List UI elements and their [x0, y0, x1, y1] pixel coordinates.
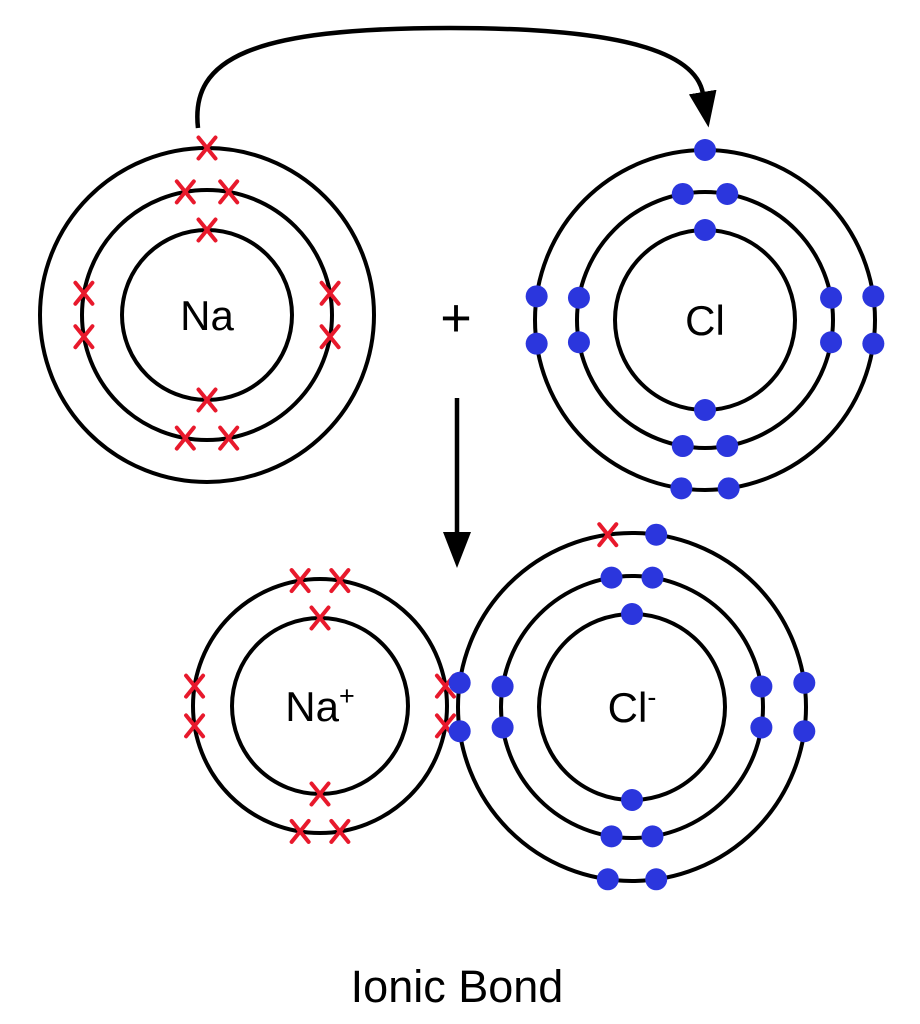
electron-dot: [793, 671, 816, 694]
electron-dot: [671, 435, 694, 458]
electron-x: [73, 324, 95, 350]
electron-dot: [862, 332, 885, 355]
electron-x: [597, 522, 619, 548]
electron-dot: [621, 789, 643, 811]
electron-dot: [448, 720, 471, 743]
atom-label: Na+: [285, 681, 354, 730]
electron-dot: [448, 671, 471, 694]
electron-dot: [750, 716, 773, 739]
electron-dot: [820, 331, 843, 354]
electron-dot: [750, 675, 773, 698]
electron-dot: [621, 603, 643, 625]
electron-dot: [600, 825, 623, 848]
electron-shell: [499, 574, 765, 840]
sodium-atom: Na: [38, 135, 376, 484]
electron-x: [289, 818, 311, 844]
diagram-caption: Ionic Bond: [351, 961, 564, 1012]
chloride-ion: Cl-: [448, 522, 816, 891]
electron-dot: [694, 399, 716, 421]
electron-dot: [694, 139, 716, 161]
electron-dot: [716, 435, 739, 458]
electron-x: [319, 324, 341, 350]
electron-dot: [717, 477, 740, 500]
electron-dot: [793, 720, 816, 743]
electron-x: [196, 217, 218, 243]
electron-x: [289, 568, 311, 594]
electron-x: [309, 781, 331, 807]
electron-x: [218, 179, 240, 205]
electron-dot: [820, 286, 843, 309]
atom-label: Na: [180, 292, 234, 339]
sodium-ion: Na+: [184, 568, 456, 844]
electron-dot: [716, 182, 739, 205]
electron-dot: [641, 566, 664, 589]
electron-x: [196, 135, 218, 161]
electron-shell: [80, 188, 334, 442]
electron-x: [329, 568, 351, 594]
electron-dot: [641, 825, 664, 848]
electron-dot: [491, 675, 514, 698]
electron-x: [73, 280, 95, 306]
electron-dot: [862, 285, 885, 308]
electron-dot: [596, 868, 619, 891]
electron-transfer-arrow: [195, 25, 717, 129]
electron-x: [319, 280, 341, 306]
electron-x: [309, 605, 331, 631]
electron-shell: [456, 531, 808, 883]
electron-dot: [525, 332, 548, 355]
electron-dot: [671, 182, 694, 205]
electron-dot: [600, 566, 623, 589]
electron-dot: [694, 219, 716, 241]
electron-x: [184, 713, 206, 739]
electron-dot: [567, 286, 590, 309]
electron-x: [184, 673, 206, 699]
electron-x: [174, 179, 196, 205]
electron-dot: [645, 523, 668, 546]
electron-shell: [575, 190, 835, 450]
electron-dot: [491, 716, 514, 739]
electron-dot: [670, 477, 693, 500]
electron-x: [174, 425, 196, 451]
chlorine-atom: Cl: [525, 139, 885, 500]
electron-x: [218, 425, 240, 451]
electron-x: [329, 818, 351, 844]
plus-operator: +: [440, 288, 472, 348]
atom-label: Cl: [685, 297, 725, 344]
electron-dot: [525, 285, 548, 308]
electron-dot: [645, 868, 668, 891]
atom-label: Cl-: [608, 682, 657, 731]
electron-shell: [191, 577, 449, 835]
electron-x: [196, 387, 218, 413]
electron-dot: [567, 331, 590, 354]
